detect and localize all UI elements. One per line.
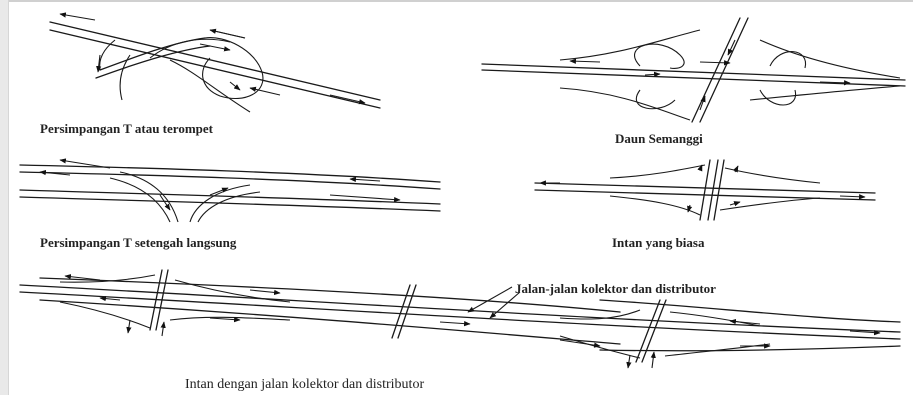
collector-diamond-interchange [20, 270, 900, 368]
trumpet-interchange [50, 14, 380, 112]
caption-half-direct: Persimpangan T setengah langsung [40, 235, 237, 250]
label-collector-roads: Jalan-jalan kolektor dan distributor [515, 281, 716, 296]
caption-diamond: Intan yang biasa [612, 235, 705, 250]
cloverleaf-interchange [482, 18, 905, 122]
caption-diamond-collector: Intan dengan jalan kolektor dan distribu… [185, 377, 424, 392]
caption-cloverleaf: Daun Semanggi [615, 131, 703, 146]
half-direct-t-interchange [20, 160, 440, 222]
caption-trumpet: Persimpangan T atau terompet [40, 121, 214, 136]
diamond-interchange [535, 160, 875, 220]
